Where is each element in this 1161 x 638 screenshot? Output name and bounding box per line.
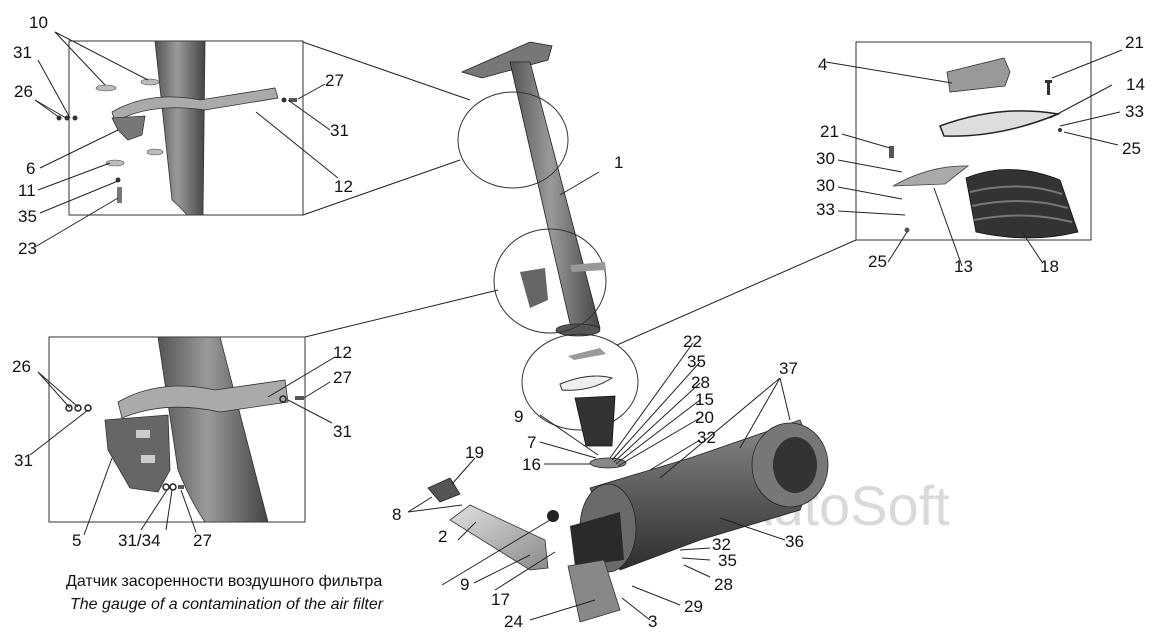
callout-33: 33 — [1125, 102, 1144, 121]
callout-36: 36 — [785, 532, 804, 551]
callout-26: 26 — [12, 357, 31, 376]
caption-en: The gauge of a contamination of the air … — [70, 596, 384, 613]
intake-cap — [946, 57, 1011, 93]
callout-32: 32 — [697, 428, 716, 447]
callout-15: 15 — [695, 390, 714, 409]
callout-21: 21 — [1125, 33, 1144, 52]
callout-28: 28 — [691, 373, 710, 392]
callout-9: 9 — [460, 575, 469, 594]
callout-18: 18 — [1040, 257, 1059, 276]
detail-circle-intake — [521, 333, 639, 431]
callout-11: 11 — [18, 181, 36, 200]
pipe-top-flange — [460, 41, 553, 79]
caption-ru: Датчик засоренности воздушного фильтра — [66, 573, 382, 590]
detail-box-intake — [855, 41, 1092, 241]
mounting-bracket — [567, 559, 621, 623]
callout-31-34: 31/34 — [118, 531, 161, 550]
callout-8: 8 — [392, 505, 401, 524]
clamp-bracket — [111, 115, 146, 141]
callout-31: 31 — [333, 422, 352, 441]
callout-29: 29 — [684, 597, 703, 616]
callout-31: 31 — [13, 43, 32, 62]
contamination-gauge — [547, 510, 559, 522]
callout-25: 25 — [1122, 139, 1141, 158]
pipe-segment — [154, 40, 206, 216]
air-filter-housing — [427, 419, 829, 623]
callout-30: 30 — [816, 149, 835, 168]
callout-19: 19 — [465, 443, 484, 462]
callout-16: 16 — [522, 455, 541, 474]
callout-27: 27 — [325, 71, 344, 90]
callout-21: 21 — [820, 122, 839, 141]
leader-lines — [29, 31, 1123, 621]
intake-pipe-assembly — [457, 41, 639, 469]
flat-gasket — [892, 165, 970, 187]
callout-23: 23 — [18, 239, 37, 258]
callout-22: 22 — [683, 332, 702, 351]
callout-37: 37 — [779, 359, 798, 378]
callout-31: 31 — [330, 121, 349, 140]
detail-circle-lower — [493, 228, 607, 334]
pipe-segment-lower — [157, 336, 269, 523]
callout-3: 3 — [648, 612, 657, 631]
callout-1: 1 — [614, 153, 623, 172]
support-bracket — [104, 414, 171, 493]
detail-connectors — [302, 41, 857, 346]
callout-14: 14 — [1126, 75, 1145, 94]
callout-4: 4 — [818, 55, 827, 74]
callout-35: 35 — [718, 551, 737, 570]
clamp-band-lower — [117, 379, 289, 419]
callout-27: 27 — [333, 368, 352, 387]
callout-35: 35 — [687, 352, 706, 371]
callout-27: 27 — [193, 531, 212, 550]
callout-31: 31 — [14, 451, 33, 470]
detail-box-upper-clamp — [56, 40, 304, 216]
callout-20: 20 — [695, 408, 714, 427]
callout-17: 17 — [491, 590, 510, 609]
callout-35: 35 — [18, 207, 37, 226]
connecting-pipe — [449, 504, 549, 571]
rubber-elbow — [427, 477, 461, 503]
callout-5: 5 — [72, 531, 81, 550]
callout-numbers: 10 31 26 6 11 35 23 27 31 12 26 31 5 31/… — [12, 13, 1145, 631]
callout-7: 7 — [527, 433, 536, 452]
callout-25: 25 — [868, 252, 887, 271]
detail-circle-upper — [457, 91, 569, 189]
callout-10: 10 — [29, 13, 48, 32]
callout-12: 12 — [334, 177, 353, 196]
detail-box-lower-clamp — [48, 336, 306, 523]
callout-6: 6 — [26, 159, 35, 178]
callout-28: 28 — [714, 575, 733, 594]
callout-2: 2 — [438, 527, 447, 546]
callout-12: 12 — [333, 343, 352, 362]
callout-30: 30 — [816, 176, 835, 195]
clamp-band — [111, 87, 279, 123]
callout-32: 32 — [712, 535, 731, 554]
callout-13: 13 — [954, 257, 973, 276]
callout-24: 24 — [504, 612, 523, 631]
corrugated-hose — [965, 169, 1079, 239]
callout-9: 9 — [514, 407, 523, 426]
callout-26: 26 — [14, 82, 33, 101]
callout-33: 33 — [816, 200, 835, 219]
vertical-pipe — [509, 61, 601, 333]
